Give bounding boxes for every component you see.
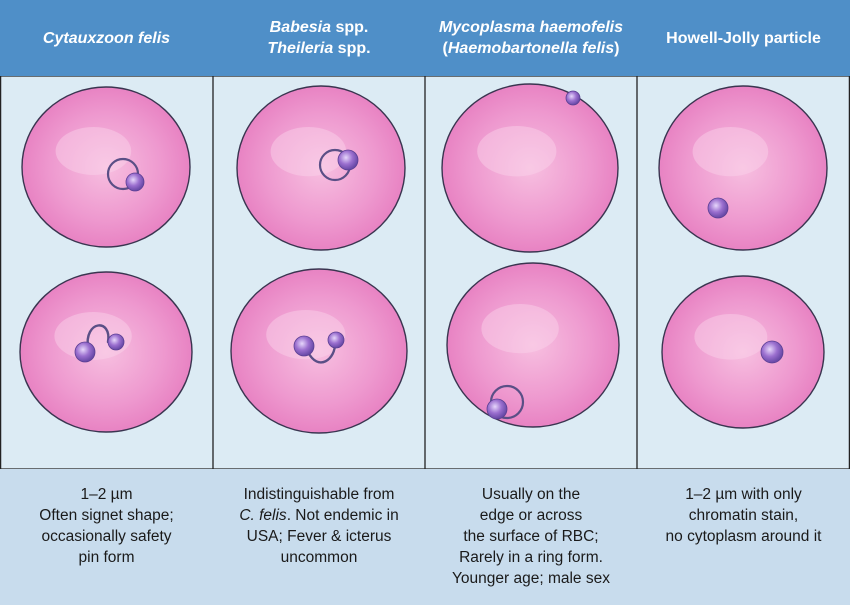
header-cytauxzoon: Cytauxzoon felis [0,0,213,76]
parasite-dot [74,341,96,363]
header-line: (Haemobartonella felis) [443,38,620,59]
header-segment: Babesia [269,19,332,36]
red-blood-cell [19,271,193,433]
description-line: Indistinguishable from [243,486,395,503]
parasite-dot [107,333,125,351]
description-line: pin form [78,549,135,566]
description-line: Younger age; male sex [452,570,610,587]
description-line: chromatin stain, [688,507,799,524]
header-babesia-theileria: Babesia spp.Theileria spp. [213,0,425,76]
header-line: Mycoplasma haemofelis [438,19,624,36]
description-segment: . Not endemic in [286,507,399,524]
header-howell-jolly: Howell-Jolly particle [637,0,850,76]
header-segment: spp. [331,19,369,36]
header-segment: Theileria [267,40,334,57]
header-line: Howell-Jolly particle [666,29,821,47]
header-mycoplasma: Mycoplasma haemofelis (Haemobartonella fe… [425,0,637,76]
parasite-dot [337,149,359,171]
description-line: C. felis. Not endemic in [239,505,398,526]
description-mycoplasma: Usually on the edge or across the surface … [425,469,637,605]
description-line: 1–2 µm with only [685,486,802,503]
pin-arc [86,324,110,350]
description-line: 1–2 µm [80,486,133,503]
header-line: Babesia spp. [270,17,369,38]
parasite-dot [125,172,145,192]
description-howell-jolly: 1–2 µm with only chromatin stain, no cytop… [637,469,850,605]
red-blood-cell [230,268,408,434]
red-blood-cell [661,275,825,429]
description-line: no cytoplasm around it [665,528,822,545]
header-segment: Haemobartonella felis [447,40,615,57]
parasite-dot [486,398,508,420]
description-line: Often signet shape; [39,507,174,524]
description-line: uncommon [280,549,358,566]
header-segment: ( [442,40,448,57]
red-blood-cell [446,262,620,428]
description-segment: C. felis [239,507,287,524]
header-line: Cytauxzoon felis [42,29,171,47]
description-line: USA; Fever & icterus [246,528,392,545]
red-blood-cell [441,83,619,253]
header-line: Theileria spp. [267,38,370,59]
description-line: Rarely in a ring form. [459,549,603,566]
description-babesia-theileria: Indistinguishable from C. felis. Not ende… [213,469,425,605]
description-line: edge or across [479,507,583,524]
description-cytauxzoon: 1–2 µm Often signet shape; occasionally sa… [0,469,213,605]
description-line: occasionally safety [41,528,172,545]
description-line: the surface of RBC; [463,528,599,545]
parasite-dot [760,340,784,364]
red-blood-cell [21,86,191,248]
header-segment: spp. [333,40,371,57]
parasite-dot [565,90,581,106]
header-segment: ) [614,40,620,57]
red-blood-cell [236,85,406,251]
red-blood-cell [658,85,828,251]
parasite-dot [293,335,315,357]
parasite-dot [327,331,345,349]
parasite-dot [707,197,729,219]
description-line: Usually on the [481,486,581,503]
